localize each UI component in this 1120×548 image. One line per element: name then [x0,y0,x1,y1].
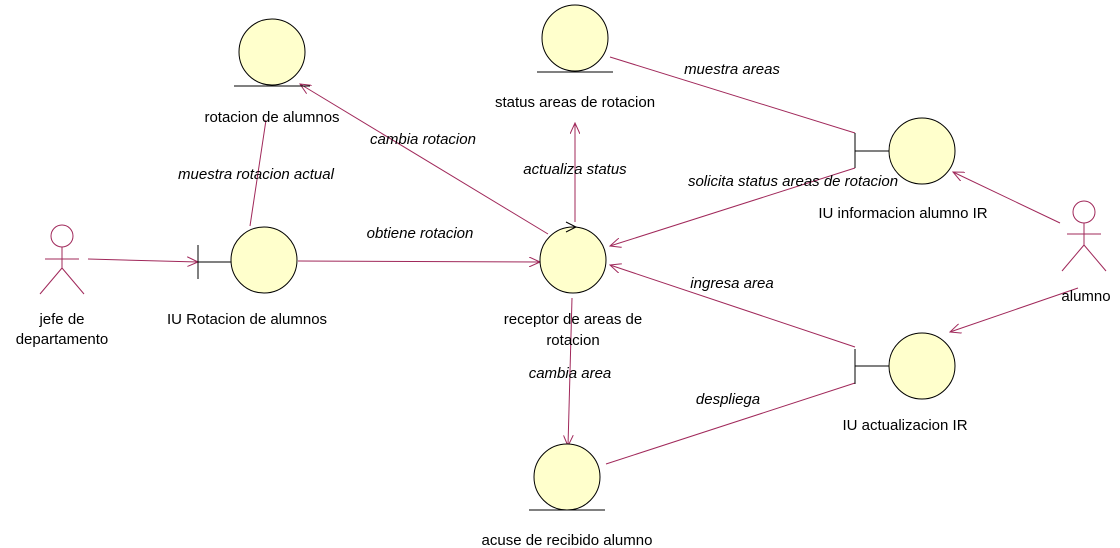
link-iu-actualizacion-to-receptor [610,265,856,348]
actor-jefe-label-line2: departamento [16,331,109,348]
message-solicita-status: solicita status areas de rotacion [688,173,898,190]
link-iu-rotacion-to-rotacion-alumnos [249,119,267,227]
link-status-areas-to-iu-informacion [609,56,856,134]
control-receptor-label-line1: receptor de areas de [504,311,642,328]
link-iu-actualizacion-to-acuse [605,382,856,465]
boundary-iu-informacion: IU informacion alumno IR [818,117,988,222]
boundary-iu-informacion-label: IU informacion alumno IR [818,205,987,222]
entity-status-areas-label: status areas de rotacion [495,94,655,111]
entity-acuse: acuse de recibido alumno [482,443,653,548]
link-receptor-to-acuse [568,297,572,446]
entity-rotacion-alumnos-label: rotacion de alumnos [204,109,339,126]
boundary-iu-rotacion-label: IU Rotacion de alumnos [167,311,327,328]
message-despliega: despliega [696,391,760,408]
link-jefe-to-iu-rotacion [87,259,198,262]
message-ingresa-area: ingresa area [690,275,773,292]
message-actualiza-status: actualiza status [523,161,627,178]
actor-alumno-label: alumno [1061,288,1110,305]
actor-jefe-label-line1: jefe de [38,311,84,328]
entity-rotacion-alumnos: rotacion de alumnos [204,18,340,126]
entity-status-areas: status areas de rotacion [495,4,655,111]
link-alumno-to-iu-informacion [953,172,1061,224]
message-obtiene-rotacion: obtiene rotacion [367,225,474,242]
link-alumno-to-iu-actualizacion [950,287,1079,332]
actor-alumno: alumno [1061,200,1111,305]
boundary-iu-actualizacion: IU actualizacion IR [842,332,968,434]
boundary-iu-rotacion: IU Rotacion de alumnos [167,226,327,328]
entity-acuse-label: acuse de recibido alumno [482,532,653,548]
message-muestra-areas: muestra areas [684,61,780,78]
control-receptor: receptor de areas de rotacion [504,221,642,349]
control-receptor-label-line2: rotacion [546,332,599,349]
link-receptor-to-rotacion-alumnos [300,84,549,235]
message-muestra-rotacion-actual: muestra rotacion actual [178,166,335,183]
message-cambia-rotacion: cambia rotacion [370,131,476,148]
link-iu-informacion-to-receptor [610,167,856,246]
boundary-iu-actualizacion-label: IU actualizacion IR [842,417,967,434]
link-iu-rotacion-to-receptor [297,261,540,262]
actor-jefe-departamento: jefe de departamento [16,224,109,348]
message-cambia-area: cambia area [529,365,612,382]
